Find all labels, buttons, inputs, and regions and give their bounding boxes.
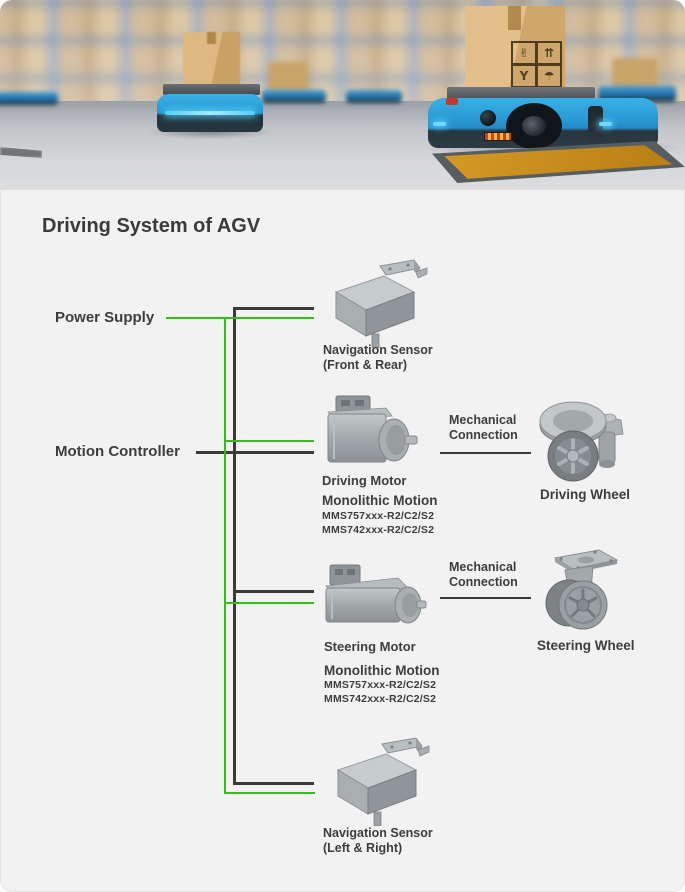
- driving-motor-model-2: MMS742xxx-R2/C2/S2: [322, 524, 435, 536]
- motion-controller-label: Motion Controller: [55, 443, 180, 460]
- mechanical-connection-label-steering: Mechanical Connection: [449, 560, 518, 589]
- navigation-sensor-icon: [334, 259, 428, 348]
- driving-motor-label: Driving Motor: [322, 473, 407, 488]
- agv-robot-hero: [428, 98, 658, 148]
- driving-motor-brand: Monolithic Motion: [322, 493, 438, 508]
- page-title: Driving System of AGV: [42, 215, 261, 237]
- agv-sensor-knob: [480, 110, 496, 126]
- navigation-sensor-front-image: [328, 258, 428, 348]
- steering-motor-model-2: MMS742xxx-R2/C2/S2: [324, 693, 437, 705]
- power-supply-label: Power Supply: [55, 309, 155, 326]
- agv-platform: [447, 87, 595, 100]
- navigation-sensor-icon: [336, 737, 430, 826]
- steering-wheel-image: [533, 546, 623, 634]
- handle-with-care-icon: ✌: [511, 41, 537, 65]
- driving-motor-model-1: MMS757xxx-R2/C2/S2: [322, 510, 435, 522]
- caster-wheel-icon: [539, 401, 624, 482]
- nav-sensor-side-label: Navigation Sensor (Left & Right): [323, 826, 433, 856]
- steering-motor-model-1: MMS757xxx-R2/C2/S2: [324, 679, 437, 691]
- agv-robot-left: [157, 94, 263, 132]
- agv-wheel: [506, 103, 562, 148]
- mechanical-connection-line-driving: [440, 452, 531, 454]
- nav-sensor-side-title: Navigation Sensor: [323, 826, 433, 840]
- distant-agv: [346, 90, 402, 103]
- agv-red-light: [446, 98, 458, 105]
- power-branch-nav-side: [224, 792, 315, 794]
- keep-dry-icon: ☂: [536, 64, 562, 88]
- power-branch-driving-motor: [224, 440, 314, 442]
- agv-light-strip: [165, 111, 255, 115]
- warehouse-agv-photo: ✌ ⇈ Y ☂: [0, 0, 685, 190]
- steering-wheel-label: Steering Wheel: [537, 638, 635, 653]
- nav-sensor-front-subtitle: (Front & Rear): [323, 358, 408, 372]
- nav-sensor-side-subtitle: (Left & Right): [323, 841, 403, 855]
- this-way-up-icon: ⇈: [536, 41, 562, 65]
- distant-agv: [0, 92, 58, 105]
- distant-box: [268, 62, 308, 92]
- agv-light-strip: [599, 122, 612, 126]
- warehouse-racks-background: [0, 0, 685, 120]
- navigation-sensor-side-image: [330, 736, 430, 826]
- servo-motor-icon: [325, 564, 427, 624]
- signal-branch-steering-motor: [233, 590, 314, 593]
- signal-bus-vertical: [233, 307, 236, 785]
- power-branch-steering-motor: [224, 602, 314, 604]
- cardboard-box: ✌ ⇈ Y ☂: [465, 6, 565, 92]
- driving-motor-image: [320, 392, 420, 472]
- agv-platform: [163, 84, 260, 95]
- nav-sensor-front-title: Navigation Sensor: [323, 343, 433, 357]
- agv-side-slot: [588, 106, 603, 142]
- driving-wheel-label: Driving Wheel: [540, 487, 631, 502]
- agv-warning-label: [484, 132, 512, 141]
- fragile-icon: Y: [511, 64, 537, 88]
- swivel-caster-icon: [545, 549, 619, 630]
- mechanical-connection-line-steering: [440, 597, 531, 599]
- floor-object: [0, 147, 42, 158]
- signal-branch-nav-side: [233, 782, 314, 785]
- steering-motor-label: Steering Motor: [324, 639, 416, 654]
- distant-agv: [262, 90, 326, 103]
- servo-motor-icon: [327, 395, 418, 463]
- cardboard-box: [183, 32, 240, 85]
- steering-motor-brand: Monolithic Motion: [324, 663, 440, 678]
- signal-branch-nav-front: [233, 307, 314, 310]
- nav-sensor-front-label: Navigation Sensor (Front & Rear): [323, 343, 433, 373]
- distant-box: [612, 58, 658, 88]
- signal-branch-driving-motor: [196, 451, 314, 454]
- mechanical-connection-label-driving: Mechanical Connection: [449, 413, 518, 442]
- power-bus-vertical: [224, 317, 226, 794]
- driving-wheel-image: [533, 398, 628, 486]
- power-branch-nav-front: [166, 317, 314, 319]
- agv-light-strip: [433, 122, 446, 126]
- shipping-symbols: ✌ ⇈ Y ☂: [511, 41, 562, 88]
- steering-motor-image: [322, 558, 427, 633]
